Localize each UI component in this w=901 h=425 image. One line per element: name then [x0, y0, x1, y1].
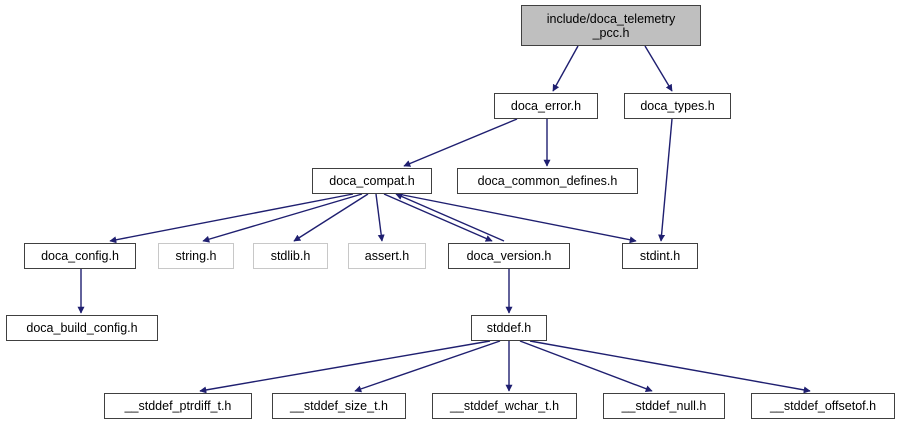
node-sd_null[interactable]: __stddef_null.h [603, 393, 725, 419]
edge-doca_compat-to-doca_config [109, 193, 354, 244]
edge-doca_compat-to-assert_h [375, 193, 385, 242]
node-doca_build[interactable]: doca_build_config.h [6, 315, 158, 341]
edge-doca_compat-to-string_h [202, 193, 363, 243]
edge-stddef_h-to-sd_size [354, 340, 501, 393]
node-stddef_h[interactable]: stddef.h [471, 315, 547, 341]
edge-stddef_h-to-sd_ptrdiff [199, 340, 491, 394]
node-string_h[interactable]: string.h [158, 243, 234, 269]
node-doca_version[interactable]: doca_version.h [448, 243, 570, 269]
edge-stddef_h-to-sd_null [519, 340, 653, 393]
node-sd_offsetof[interactable]: __stddef_offsetof.h [751, 393, 895, 419]
edge-stddef_h-to-sd_offsetof [529, 340, 811, 394]
node-doca_compat[interactable]: doca_compat.h [312, 168, 432, 194]
edge-doca_error-to-doca_compat [403, 118, 518, 167]
node-doca_common[interactable]: doca_common_defines.h [457, 168, 638, 194]
node-assert_h[interactable]: assert.h [348, 243, 426, 269]
edge-doca_version-to-doca_compat [395, 193, 505, 242]
node-sd_ptrdiff[interactable]: __stddef_ptrdiff_t.h [104, 393, 252, 419]
edge-doca_compat-to-stdlib_h [293, 193, 369, 242]
node-root[interactable]: include/doca_telemetry _pcc.h [521, 5, 701, 46]
node-stdint_h[interactable]: stdint.h [622, 243, 698, 269]
edge-doca_types-to-stdint_h [658, 118, 673, 242]
node-doca_types[interactable]: doca_types.h [624, 93, 731, 119]
node-stdlib_h[interactable]: stdlib.h [253, 243, 328, 269]
node-sd_wchar[interactable]: __stddef_wchar_t.h [432, 393, 577, 419]
edge-root-to-doca_error [552, 45, 579, 92]
edge-doca_compat-to-doca_version [383, 193, 493, 242]
edge-root-to-doca_types [644, 45, 673, 92]
node-doca_config[interactable]: doca_config.h [24, 243, 136, 269]
node-sd_size[interactable]: __stddef_size_t.h [272, 393, 406, 419]
node-doca_error[interactable]: doca_error.h [494, 93, 598, 119]
edge-doca_compat-to-stdint_h [397, 193, 637, 244]
